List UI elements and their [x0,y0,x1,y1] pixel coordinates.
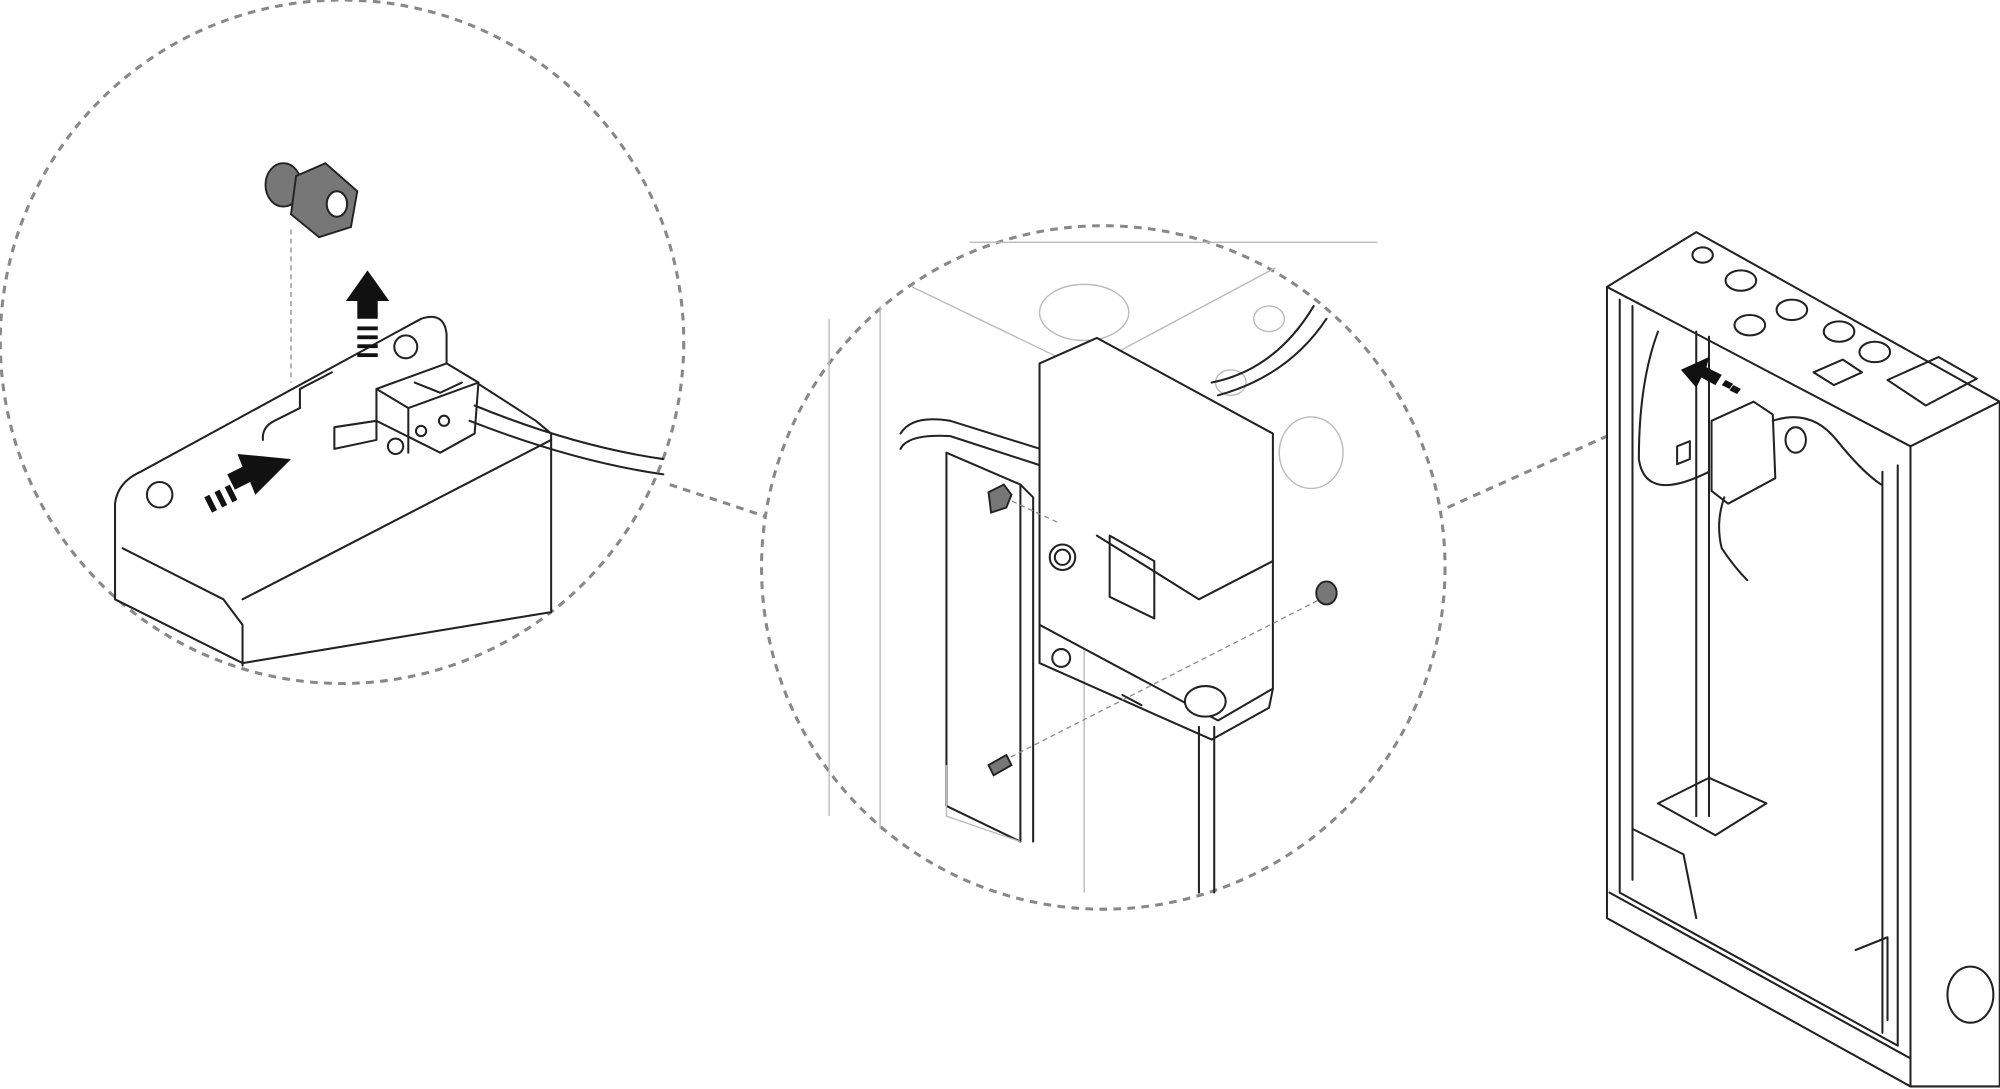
detail-callout-left [0,0,686,685]
direction-arrow-up [345,270,390,358]
direction-arrow-in [1680,357,1741,395]
screw-fastener [264,162,359,239]
cabinet-overview [1605,231,2000,1088]
detail-callout-center [760,224,1447,911]
direction-arrow-in [204,453,292,513]
